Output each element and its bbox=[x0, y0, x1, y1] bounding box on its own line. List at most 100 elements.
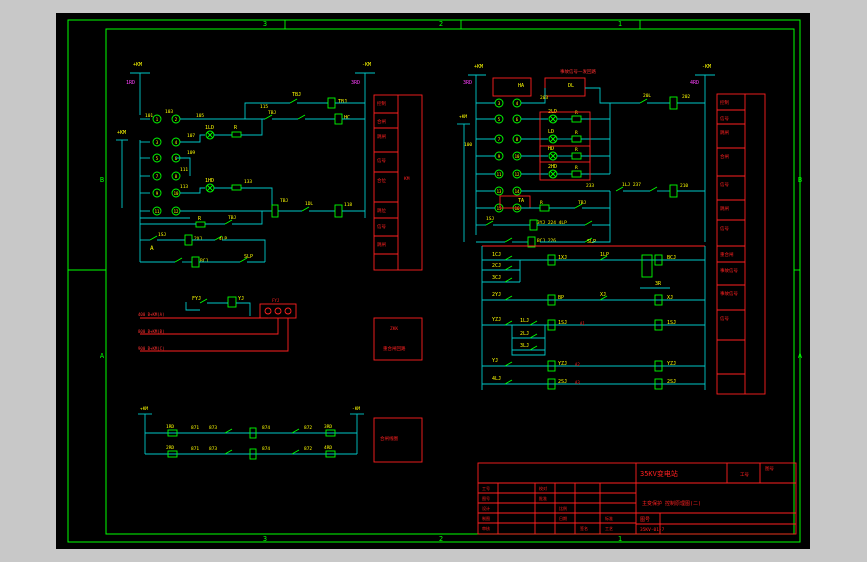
relay-pin bbox=[284, 307, 292, 315]
node-label: 100 bbox=[464, 142, 472, 148]
terminal-number: 10 bbox=[515, 154, 520, 159]
function-tables: 控制合闸跳闸信号合位跳位信号跳闸KM控制信号跳闸合闸信号跳闸信号重合闸事故信号事… bbox=[373, 93, 766, 463]
rung-label: 1LP bbox=[600, 252, 609, 258]
fuse-right-label: 3RD bbox=[351, 80, 360, 86]
tbj-coil-label: TBJ bbox=[338, 99, 347, 105]
right-table-cell: 跳闸 bbox=[720, 129, 729, 136]
tb-sheet: 图号 bbox=[640, 517, 650, 523]
dl-contact bbox=[297, 114, 306, 120]
node-label: 233 bbox=[586, 183, 594, 189]
ta-dashed-box bbox=[499, 195, 531, 209]
terminal-number: 10 bbox=[174, 191, 179, 196]
rung-label: 2YJ bbox=[492, 292, 501, 298]
right-table-cell: 信号 bbox=[720, 115, 729, 122]
r-label: R bbox=[198, 216, 202, 222]
wire bbox=[176, 157, 191, 176]
terminal-number: 3 bbox=[498, 101, 501, 106]
title-block-frame bbox=[477, 462, 797, 535]
label: A1 bbox=[580, 321, 585, 326]
terminal-number: 6 bbox=[516, 117, 519, 122]
label: 3R bbox=[655, 281, 662, 287]
supply-plus-label: +KM bbox=[133, 62, 142, 68]
tb-cell: 图号 bbox=[482, 495, 490, 501]
label: TBJ bbox=[228, 215, 236, 221]
fuse-label: 4RD bbox=[324, 445, 332, 451]
slp-contact bbox=[239, 257, 248, 263]
label: BCJ 226 bbox=[537, 238, 556, 244]
bcj-coil bbox=[527, 236, 536, 248]
node-label: 111 bbox=[180, 167, 188, 173]
lamp-dashed-box bbox=[539, 111, 591, 163]
fuse bbox=[167, 450, 178, 458]
node-label: 873 bbox=[209, 446, 217, 452]
node-label: 872 bbox=[304, 425, 312, 431]
tbj-contact bbox=[289, 98, 298, 104]
lamp-cross bbox=[549, 170, 557, 178]
fuse-label: 3RD bbox=[463, 80, 472, 86]
terminal-15 bbox=[171, 171, 181, 181]
zone-bottom-1: 1 bbox=[618, 535, 622, 543]
tb-cell: 比例 bbox=[559, 505, 567, 511]
label: SLP bbox=[244, 254, 253, 260]
label: 4LP bbox=[219, 236, 227, 242]
label: BCJ bbox=[200, 258, 208, 264]
coil bbox=[654, 294, 663, 306]
left-table-cell: 控制 bbox=[377, 100, 386, 107]
bcj-contact bbox=[174, 257, 183, 263]
label: 1SJ bbox=[158, 232, 166, 238]
node-label: 118 bbox=[344, 202, 352, 208]
zone-bottom-3: 3 bbox=[263, 535, 267, 543]
left-table-cell: 跳闸 bbox=[377, 133, 386, 140]
drawing-inner-frame bbox=[105, 28, 795, 535]
tbj-contact3 bbox=[224, 219, 233, 225]
rung-label: 1SJ bbox=[667, 320, 676, 326]
tb-number: 35KV-01-7 bbox=[640, 527, 665, 533]
rung-label: YZJ bbox=[558, 361, 567, 367]
zone-right-A: A bbox=[798, 352, 803, 360]
terminal-number: 8 bbox=[175, 174, 178, 179]
left-table-cell: 合闸 bbox=[377, 118, 386, 125]
terminal-number: 11 bbox=[497, 172, 502, 177]
lamp-cross bbox=[206, 184, 214, 192]
wire bbox=[511, 325, 546, 356]
1dl-contact bbox=[301, 206, 310, 212]
bcj-box bbox=[641, 254, 653, 278]
phase-label: A bbox=[150, 245, 154, 252]
node-label: 874 bbox=[262, 425, 270, 431]
rung-label: YZJ bbox=[667, 361, 676, 367]
right-table-cell: 跳闸 bbox=[720, 205, 729, 212]
coil bbox=[654, 254, 663, 266]
ha-label: HA bbox=[518, 83, 524, 89]
lamp-cross bbox=[549, 152, 557, 160]
coil bbox=[654, 319, 663, 331]
terminal-9 bbox=[152, 153, 162, 163]
hc-contact bbox=[224, 449, 233, 455]
terminal-number: 9 bbox=[498, 154, 501, 159]
rung-label: 1XJ bbox=[558, 255, 567, 261]
contact bbox=[504, 277, 513, 283]
bus-left-label: +KM bbox=[117, 130, 126, 136]
r-label: R bbox=[540, 200, 543, 206]
supply-minus-label: -KM bbox=[362, 62, 371, 68]
relay-pin bbox=[274, 307, 282, 315]
tb-project: 35KV变电站 bbox=[640, 469, 678, 478]
tb-cell: 标准 bbox=[605, 515, 613, 521]
lamp-label: LD bbox=[548, 129, 554, 135]
rung-label: 2LJ bbox=[520, 331, 529, 337]
label: 3YJ 224 4LP bbox=[537, 220, 567, 226]
tb-cell: 签名 bbox=[580, 525, 588, 531]
right-function-table bbox=[716, 93, 766, 395]
node-label: 115 bbox=[260, 104, 268, 110]
fyj-label: FYJ bbox=[192, 296, 201, 302]
right-table-cell: 信号 bbox=[720, 181, 729, 188]
zone-bottom-2: 2 bbox=[439, 535, 443, 543]
slp-contact bbox=[584, 237, 593, 243]
terminal-21 bbox=[152, 206, 162, 216]
terminal-13 bbox=[152, 171, 162, 181]
contact bbox=[504, 255, 513, 261]
r-label: R bbox=[575, 130, 578, 136]
contact bbox=[504, 379, 513, 385]
supply-plus-label: +KM bbox=[474, 64, 483, 70]
